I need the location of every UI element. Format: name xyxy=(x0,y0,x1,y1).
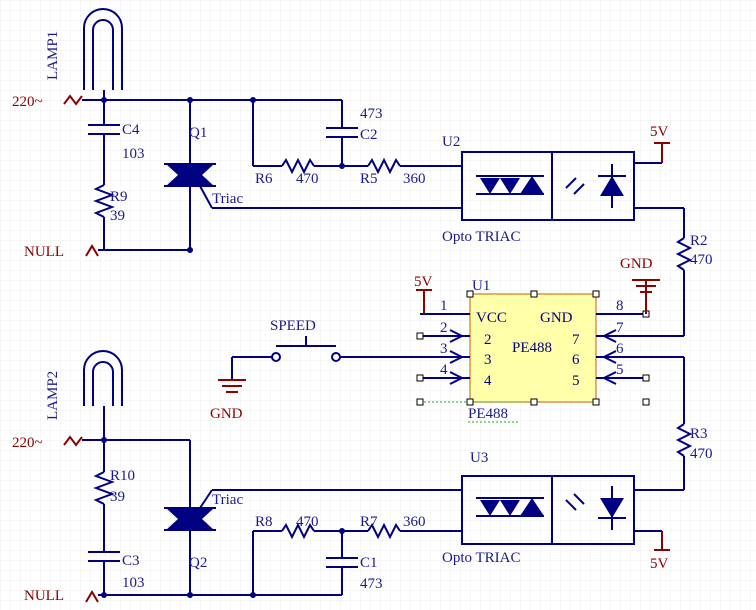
r3-ref: R3 xyxy=(690,426,708,442)
u1-left-pins xyxy=(420,313,470,385)
pin-markers xyxy=(416,290,650,406)
u1-pin-3: 3 xyxy=(440,341,448,357)
resistor-r2[interactable] xyxy=(675,237,693,271)
resistor-r3[interactable] xyxy=(675,423,693,457)
q2-type: Triac xyxy=(212,492,243,508)
lamp1-label: LAMP1 xyxy=(45,31,61,80)
resistor-r5[interactable] xyxy=(367,157,401,175)
u1-right-pins xyxy=(596,313,684,385)
null2-icon xyxy=(85,590,99,603)
u1-inner-left-3: 3 xyxy=(484,352,492,368)
q1-ref: Q1 xyxy=(189,125,207,141)
u1-gnd: GND xyxy=(540,310,573,326)
r10-value: 39 xyxy=(110,489,125,505)
r2-ref: R2 xyxy=(690,233,708,249)
q2-ref: Q2 xyxy=(189,555,207,571)
u1-pin-7: 7 xyxy=(616,320,624,336)
r8-ref: R8 xyxy=(255,514,273,530)
c4-ref: C4 xyxy=(122,122,140,138)
c1-value: 473 xyxy=(360,576,383,592)
triac-q1[interactable] xyxy=(164,100,216,250)
u2-ref: U2 xyxy=(442,134,460,150)
capacitor-c2[interactable] xyxy=(326,100,358,166)
null1-label: NULL xyxy=(24,244,64,260)
c1-ref: C1 xyxy=(360,555,378,571)
v5-top-label: 5V xyxy=(650,124,669,140)
r7-value: 360 xyxy=(403,514,426,530)
opto-u2[interactable] xyxy=(461,151,635,221)
u2-type: Opto TRIAC xyxy=(442,229,520,245)
c2-value: 473 xyxy=(360,106,383,122)
speed-label: SPEED xyxy=(270,318,316,334)
u1-pin-4: 4 xyxy=(440,362,448,378)
q1-type: Triac xyxy=(212,191,243,207)
u1-inner-right-7: 7 xyxy=(572,332,580,348)
resistor-r7[interactable] xyxy=(367,522,401,540)
r5-value: 360 xyxy=(403,171,426,187)
c4-value: 103 xyxy=(122,146,145,162)
r6-value: 470 xyxy=(296,171,319,187)
resistor-r8[interactable] xyxy=(281,522,315,540)
lamp2-symbol[interactable] xyxy=(83,350,123,440)
capacitor-c4[interactable] xyxy=(88,100,120,185)
u1-pin-8: 8 xyxy=(616,298,624,314)
lamp2-label: LAMP2 xyxy=(45,371,61,420)
u1-inner-left-4: 4 xyxy=(484,373,492,389)
u1-inner-right-6: 6 xyxy=(572,352,580,368)
u3-type: Opto TRIAC xyxy=(442,550,520,566)
ac-source-icon xyxy=(63,94,83,106)
capacitor-c1[interactable] xyxy=(326,531,358,595)
r10-ref: R10 xyxy=(110,468,135,484)
resistor-r9[interactable] xyxy=(93,184,115,250)
v5-chip-label: 5V xyxy=(414,274,433,290)
ac-source-icon-2 xyxy=(63,435,83,447)
u1-pin-1: 1 xyxy=(440,298,448,314)
gnd-chip-label: GND xyxy=(620,256,653,272)
r3-value: 470 xyxy=(690,446,713,462)
u1-name: PE488 xyxy=(512,340,552,356)
u1-inner-right-5: 5 xyxy=(572,373,580,389)
resistor-r6[interactable] xyxy=(281,157,315,175)
c3-value: 103 xyxy=(122,575,145,591)
r5-ref: R5 xyxy=(360,171,378,187)
u1-inner-left-2: 2 xyxy=(484,332,492,348)
u1-footprint: PE488 xyxy=(468,406,508,422)
triac-q2[interactable] xyxy=(164,440,216,595)
r8-value: 470 xyxy=(296,514,319,530)
r7-ref: R7 xyxy=(360,514,378,530)
null1-icon xyxy=(85,244,99,257)
r9-ref: R9 xyxy=(110,189,128,205)
r2-value: 470 xyxy=(690,252,713,268)
resistor-r10[interactable] xyxy=(93,471,115,505)
capacitor-c3[interactable] xyxy=(88,551,120,595)
r9-value: 39 xyxy=(110,208,125,224)
opto-u3[interactable] xyxy=(461,475,635,545)
speed-switch[interactable] xyxy=(231,336,420,380)
gnd-chip-icon xyxy=(632,279,660,293)
u1-pin-6: 6 xyxy=(616,341,624,357)
r6-ref: R6 xyxy=(255,171,273,187)
u1-pin-2: 2 xyxy=(440,320,448,336)
gnd-switch-icon xyxy=(218,379,246,393)
u3-ref: U3 xyxy=(470,450,488,466)
gnd-switch-label: GND xyxy=(210,406,243,422)
c3-ref: C3 xyxy=(122,553,140,569)
lamp1-supply-label: 220~ xyxy=(12,94,43,110)
u1-vcc: VCC xyxy=(476,310,507,326)
lamp2-supply-label: 220~ xyxy=(12,435,43,451)
u1-ref: U1 xyxy=(472,278,490,294)
v5-bottom-label: 5V xyxy=(650,556,669,572)
u1-pin-5: 5 xyxy=(616,362,624,378)
c2-ref: C2 xyxy=(360,127,378,143)
null2-label: NULL xyxy=(24,588,64,604)
